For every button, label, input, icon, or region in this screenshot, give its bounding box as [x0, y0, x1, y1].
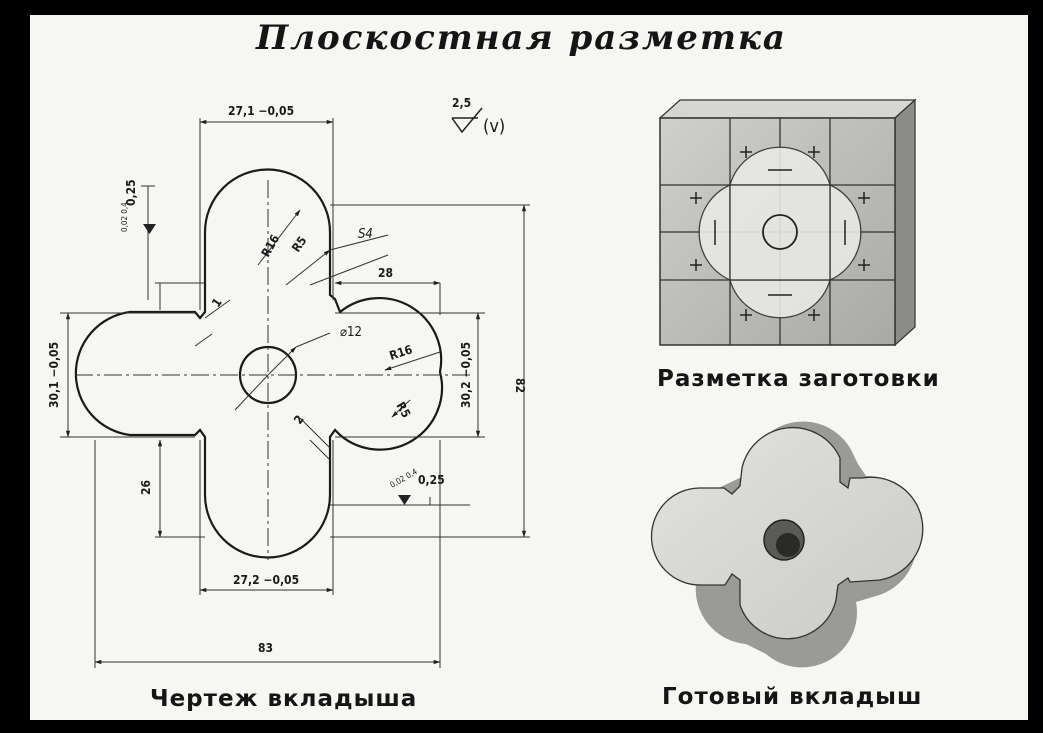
flatness-triangle-bottom [398, 495, 411, 505]
caption-finished: Готовый вкладыш [662, 684, 923, 710]
slide-title: Плоскостная разметка [256, 18, 787, 58]
dimension-lines [60, 118, 530, 668]
caption-drawing: Чертеж вкладыша [150, 686, 418, 712]
flatness-triangle-top [143, 224, 156, 234]
dim-chamfer: S4 [358, 227, 373, 242]
dim-right-height: 30,2 −0,05 [459, 342, 473, 408]
dim-slot-width-right: 2 [291, 413, 307, 427]
roughness-symbol [451, 107, 483, 134]
dim-bottom-width: 27,2 −0,05 [233, 573, 299, 587]
roughness-value: 2,5 [452, 96, 471, 110]
flatness-symbol-top: 0,02 0,4 [120, 202, 129, 232]
roughness-mark: (v) [483, 116, 505, 137]
flatness-symbol-bottom: 0,02 0,4 [389, 467, 420, 490]
finished-insert [650, 421, 924, 668]
insert-outline [74, 168, 444, 559]
dim-overall-width: 83 [258, 641, 273, 655]
dim-left-height: 30,1 −0,05 [47, 342, 61, 408]
dim-slot-width-left: 1 [209, 296, 225, 310]
dim-overall-height: 82 [513, 378, 527, 393]
dim-r-small-right: R5 [393, 400, 413, 421]
blank-block [658, 98, 917, 347]
dim-r-large-right: R16 [388, 342, 415, 363]
flatness-value-top: 0,25 [124, 179, 138, 206]
flatness-value-bottom: 0,25 [418, 473, 445, 487]
centerlines [75, 180, 470, 560]
dim-slot-depth-left: 26 [139, 480, 153, 495]
caption-blank-marking: Разметка заготовки [657, 366, 940, 392]
dim-slot-depth-top: 28 [378, 266, 393, 280]
dim-r-small: R5 [289, 234, 310, 255]
dim-top-width: 27,1 −0,05 [228, 104, 294, 118]
dim-hole: ⌀12 [340, 325, 362, 340]
dim-r-large: R16 [258, 232, 282, 259]
